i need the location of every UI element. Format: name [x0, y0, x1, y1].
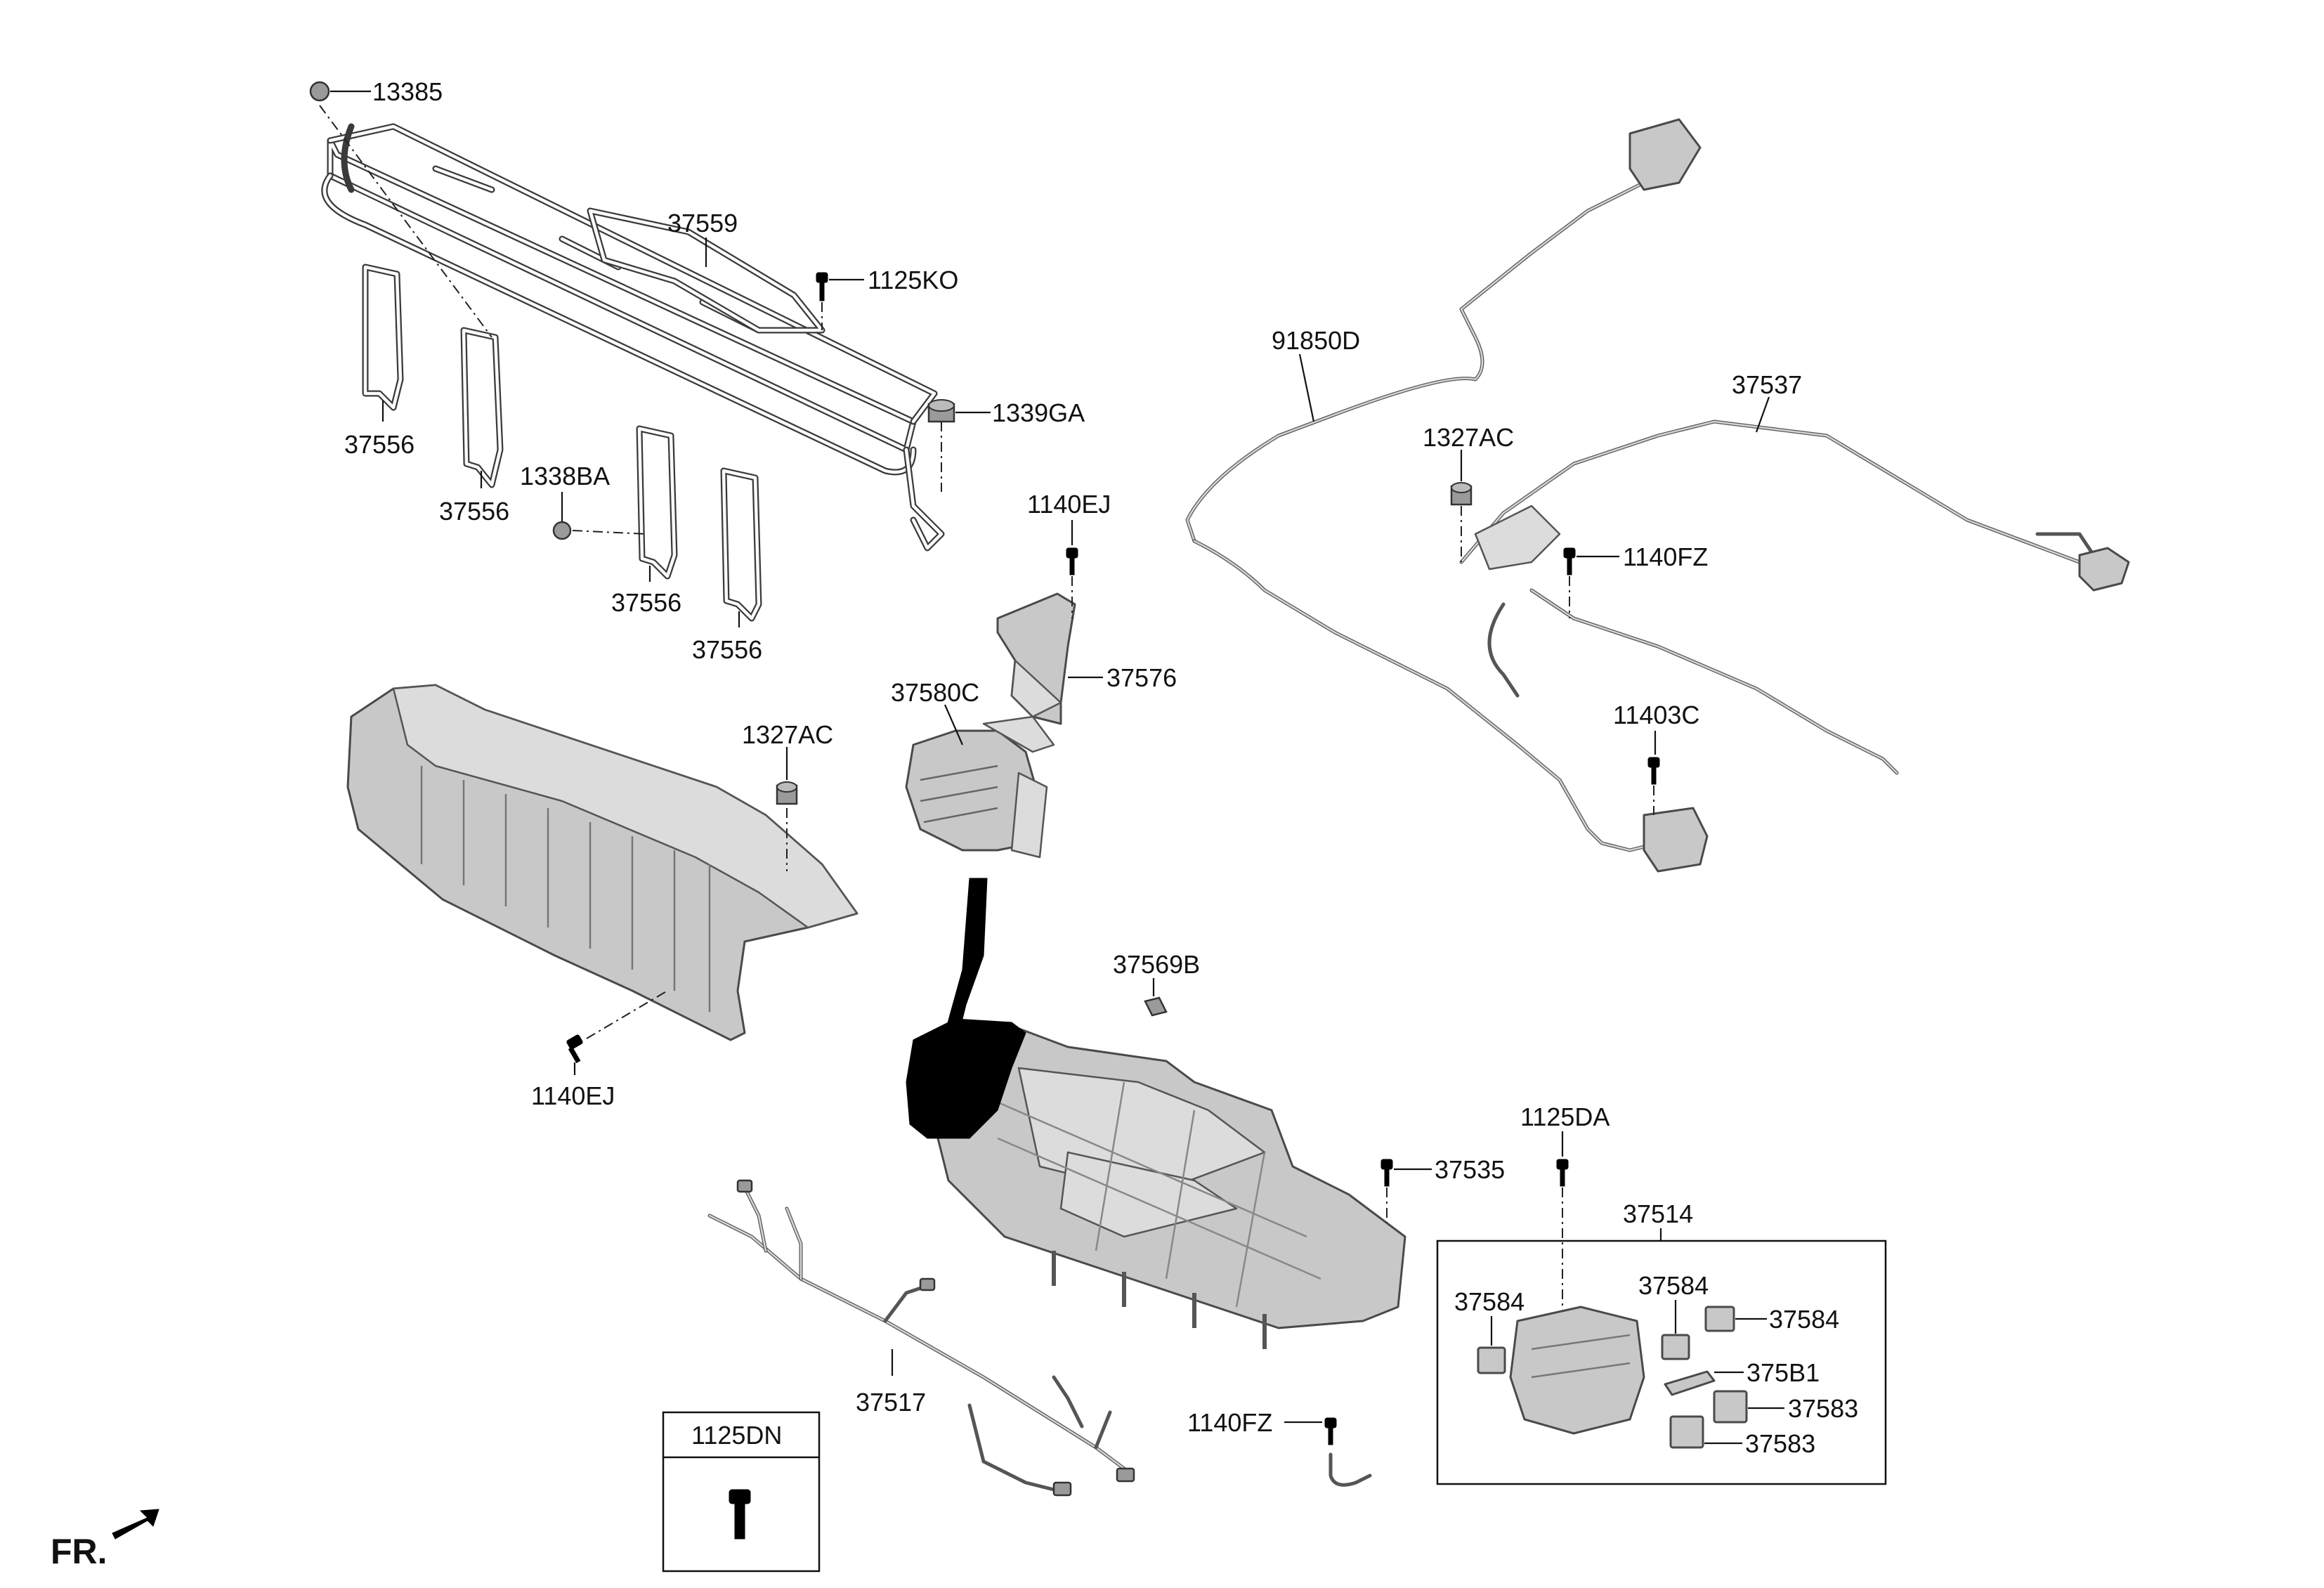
bracket-37556-c [636, 425, 678, 580]
bolt-1125DA-icon [1556, 1159, 1569, 1187]
nut-1338BA-icon [552, 521, 572, 540]
bracket-37556-b [460, 327, 504, 488]
label-1125KO: 1125KO [868, 266, 958, 294]
under-cover-panel [346, 684, 859, 1041]
label-37584-b: 37584 [1638, 1271, 1709, 1300]
bolt-1125KO-icon [816, 272, 828, 301]
label-37584-a: 37584 [1454, 1287, 1525, 1316]
battery-frame-37559 [321, 123, 945, 552]
wire-harness-91850D [1185, 118, 1709, 873]
label-1140FZ-a: 1140FZ [1623, 542, 1708, 571]
label-1327AC-b: 1327AC [742, 720, 833, 749]
label-1339GA: 1339GA [992, 398, 1085, 427]
label-1140EJ-a: 1140EJ [1027, 490, 1111, 519]
label-1327AC-a: 1327AC [1423, 423, 1514, 452]
bolt-1140EJ-b-icon [566, 1034, 583, 1064]
relay-37584-a-icon [1477, 1346, 1506, 1374]
nut-13385-icon [309, 81, 330, 102]
label-37584-c: 37584 [1769, 1305, 1839, 1334]
wire-harness-37537 [1459, 419, 2130, 775]
bolt-1140EJ-a-icon [1066, 547, 1078, 575]
label-1125DN: 1125DN [691, 1421, 782, 1450]
nut-1339GA-icon [927, 399, 955, 423]
label-1140FZ-b: 1140FZ [1187, 1408, 1272, 1437]
relay-37583-b-icon [1669, 1415, 1704, 1449]
label-37559: 37559 [667, 209, 738, 237]
bolt-1140FZ-a-icon [1563, 547, 1576, 575]
label-37569B: 37569B [1113, 950, 1200, 979]
black-fill-leader [944, 878, 988, 1034]
relay-37584-b-icon [1661, 1334, 1690, 1360]
label-1338BA: 1338BA [520, 462, 610, 490]
label-37556-c: 37556 [611, 588, 681, 617]
battery-pack [933, 1024, 1406, 1349]
nut-1327AC-b-icon [776, 781, 798, 805]
front-label: FR. [51, 1532, 107, 1571]
label-37537: 37537 [1732, 370, 1802, 399]
bolt-11403C-icon [1647, 757, 1660, 785]
fuse-375B1-icon [1664, 1370, 1716, 1396]
label-37514: 37514 [1623, 1199, 1693, 1228]
label-1125DA: 1125DA [1520, 1102, 1610, 1131]
label-37583-a: 37583 [1788, 1394, 1858, 1423]
label-37556-a: 37556 [344, 430, 414, 459]
wire-harness-37517 [707, 1179, 1135, 1497]
label-11403C: 11403C [1613, 701, 1699, 729]
bolt-1140FZ-b-icon [1324, 1417, 1337, 1445]
label-37583-b: 37583 [1745, 1429, 1815, 1458]
relay-37583-a-icon [1713, 1390, 1748, 1424]
label-91850D: 91850D [1272, 326, 1360, 355]
front-arrow-icon [112, 1509, 159, 1540]
callout-labels: 13385 37559 1125KO 1339GA 37556 37556 37… [330, 77, 1858, 1458]
bolt-37535-icon [1380, 1159, 1393, 1187]
bracket-37576 [996, 592, 1076, 725]
label-13385: 13385 [372, 77, 443, 106]
label-37576: 37576 [1106, 663, 1177, 692]
relay-block [1509, 1306, 1645, 1435]
label-37535: 37535 [1435, 1155, 1505, 1184]
bracket-37556-d [720, 467, 762, 622]
label-375B1: 375B1 [1747, 1358, 1820, 1387]
front-direction-indicator: FR. [51, 1509, 159, 1571]
module-37580C [905, 715, 1055, 859]
nut-1327AC-a-icon [1450, 482, 1473, 506]
label-37517: 37517 [856, 1388, 926, 1417]
reference-box-1125DN [662, 1411, 821, 1573]
ground-strap [1329, 1452, 1372, 1487]
bolt-1125DN-icon [729, 1489, 751, 1540]
battery-black-block [906, 1018, 1026, 1139]
label-1140EJ-b: 1140EJ [531, 1081, 615, 1110]
bracket-37556-a [362, 263, 404, 411]
label-37580C: 37580C [891, 678, 979, 707]
label-37556-b: 37556 [439, 497, 509, 526]
relay-37584-c-icon [1704, 1306, 1735, 1332]
label-37556-d: 37556 [692, 635, 762, 664]
bracket-37569B-icon [1144, 996, 1168, 1017]
